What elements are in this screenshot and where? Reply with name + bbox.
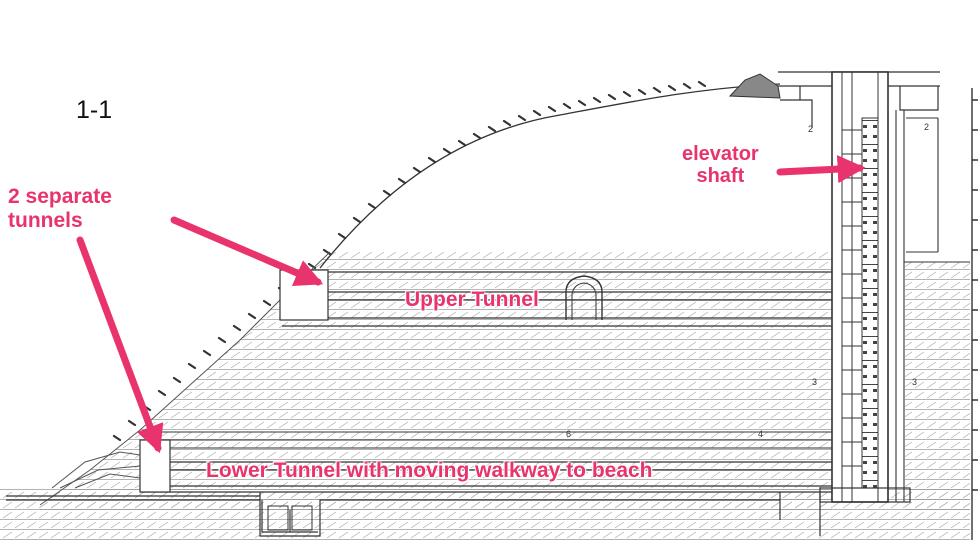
separate-tunnels-line-2: tunnels [8, 208, 83, 232]
separate-tunnels-line-1: 2 separate [8, 185, 112, 208]
upper-tunnel-lines [280, 271, 832, 327]
base-structure [6, 492, 821, 537]
elevator-shaft-rungs [842, 129, 862, 467]
upper-tunnel-arch-inner [571, 282, 597, 320]
lower-tunnel-lines [140, 461, 832, 493]
mid-level-lines [150, 431, 832, 449]
marker-2-right: 2 [924, 122, 929, 132]
marker-4: 4 [758, 429, 763, 439]
beach-canopy [51, 451, 141, 489]
right-wall-lines [887, 110, 970, 502]
elevator-shaft-ladder [861, 117, 879, 489]
separate-tunnels-label: 2 separate tunnels [8, 185, 112, 232]
elevator-shaft-label: elevator shaft [682, 143, 759, 188]
upper-tunnel-label: Upper Tunnel [405, 288, 539, 311]
section-label: 1-1 [76, 96, 113, 124]
marker-6: 6 [566, 429, 571, 439]
shaft-foot [819, 487, 911, 503]
base-ground-fill [0, 488, 970, 540]
marker-3-right: 3 [912, 377, 917, 387]
hilltop-rubble [728, 73, 781, 99]
elevator-shaft-inner-lines [841, 72, 879, 502]
hill-profile-line [319, 83, 781, 269]
arrow-to-lower-tunnel [76, 236, 164, 454]
elevator-shaft-line-2: shaft [696, 165, 745, 188]
marker-3: 3 [812, 377, 817, 387]
lower-tunnel-label: Lower Tunnel with moving walkway to beac… [206, 459, 653, 482]
base-pit [267, 505, 289, 531]
base-pit-2 [291, 505, 313, 531]
right-ground-fill [905, 262, 970, 510]
elevator-shaft-line-1: elevator [682, 143, 759, 165]
elevator-shaft-outer [831, 71, 889, 503]
arrow-to-upper-tunnel [170, 216, 324, 287]
terrain-fill [40, 252, 832, 510]
upper-tunnel-arch [565, 275, 603, 320]
arrow-to-elevator-shaft [776, 155, 866, 184]
marker-2: 2 [808, 124, 813, 134]
scale-ruler [971, 88, 978, 540]
